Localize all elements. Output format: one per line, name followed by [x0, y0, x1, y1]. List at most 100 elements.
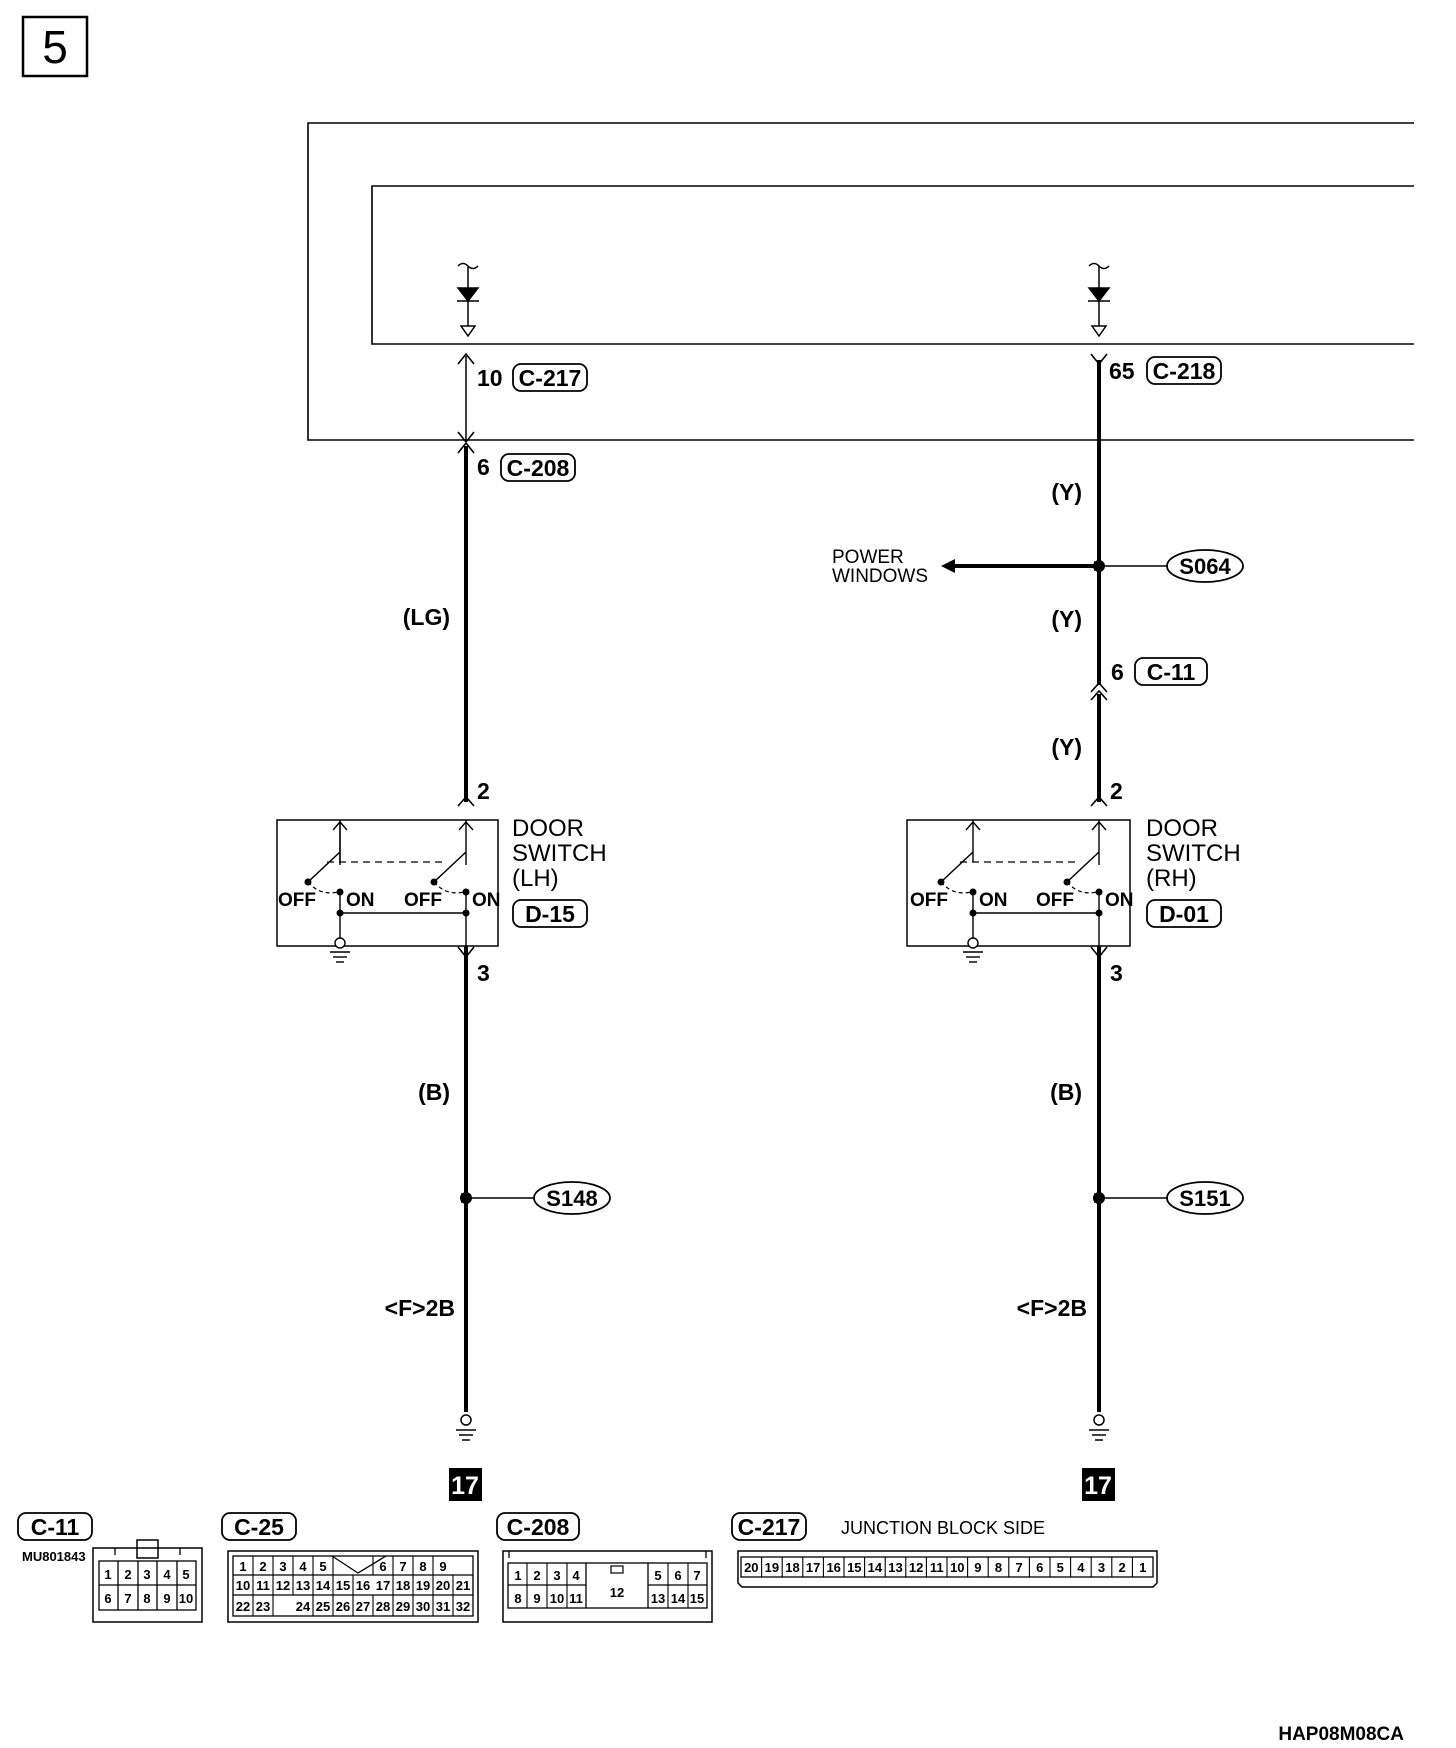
switch-rh-pin-bottom: 3: [1110, 960, 1123, 986]
connector-pin: 18: [785, 1560, 799, 1575]
wire-color-y-2: (Y): [1051, 606, 1082, 632]
connector-pin: 5: [1057, 1560, 1064, 1575]
connector-pin: 10: [179, 1591, 193, 1606]
connector-pin: 13: [888, 1560, 902, 1575]
legend-c11-label-box: [17, 1512, 93, 1541]
connector-pin: 14: [868, 1560, 883, 1575]
connector-pin: 3: [553, 1568, 560, 1583]
connector-pin: 16: [826, 1560, 840, 1575]
connector-pin: 18: [396, 1578, 410, 1593]
ground-page-ref-right: 17: [1084, 1472, 1112, 1500]
connector-pin: 17: [376, 1578, 390, 1593]
connector-pin: 1: [104, 1567, 111, 1582]
ground-ref-left: <F>2B: [385, 1295, 455, 1321]
connector-pin: 7: [1015, 1560, 1022, 1575]
connector-pin: 19: [416, 1578, 430, 1593]
switch-lh-pin-bottom: 3: [477, 960, 490, 986]
switch-rh-connector-box: [1146, 899, 1222, 928]
switch-lh-connector: D-15: [525, 901, 575, 927]
connector-pin: 15: [336, 1578, 350, 1593]
wire-color-y-1: (Y): [1051, 479, 1082, 505]
switch-lh-on-2: ON: [472, 890, 501, 911]
switch-lh-title-1: DOOR: [512, 815, 584, 842]
right-top-connector: C-218: [1153, 358, 1216, 384]
connector-pin: 25: [316, 1599, 330, 1614]
ground-page-ref-left: 17: [451, 1472, 479, 1500]
connector-pin: 28: [376, 1599, 390, 1614]
switch-rh-title-3: (RH): [1146, 865, 1197, 892]
connector-pin: 12: [909, 1560, 923, 1575]
switch-lh-connector-box: [512, 899, 588, 928]
connector-pin: 7: [399, 1559, 406, 1574]
junction-block-inner-frame: [371, 185, 1414, 345]
connector-pin: 3: [143, 1567, 150, 1582]
connector-pin: 6: [104, 1591, 111, 1606]
legend-c11-label: C-11: [31, 1514, 80, 1540]
power-windows-label-2: WINDOWS: [832, 566, 928, 587]
right-mid-connector-box: [1134, 657, 1208, 686]
switch-lh-title-2: SWITCH: [512, 840, 607, 867]
ground-ref-right: <F>2B: [1017, 1295, 1087, 1321]
page-number: 5: [42, 21, 68, 73]
connector-pin: 6: [674, 1568, 681, 1583]
splice-s064-callout: [1166, 549, 1244, 583]
connector-pin: 2: [533, 1568, 540, 1583]
connector-pin: 4: [572, 1568, 580, 1583]
connector-pin: 11: [569, 1591, 583, 1606]
diode-right: [1087, 262, 1111, 338]
switch-rh-connector: D-01: [1159, 901, 1209, 927]
right-c11-pin-mark-1: [1090, 681, 1108, 693]
connector-pin: 1: [1139, 1560, 1146, 1575]
left-mid-connector: C-208: [507, 455, 570, 481]
connector-pin: 5: [182, 1567, 189, 1582]
connector-pin: 2: [124, 1567, 131, 1582]
connector-pin: 11: [930, 1560, 944, 1575]
switch-lh-pin-top: 2: [477, 778, 490, 804]
connector-pin: 8: [143, 1591, 150, 1606]
page-number-box: 5: [21, 15, 89, 78]
connector-pin: 21: [456, 1578, 470, 1593]
connector-pin: 14: [316, 1578, 331, 1593]
left-c217-pin-mark: [457, 352, 475, 365]
connector-pin: 10: [950, 1560, 964, 1575]
connector-pin: 5: [654, 1568, 661, 1583]
splice-s148-label: S148: [546, 1186, 597, 1211]
switch-rh-on-2: ON: [1105, 890, 1134, 911]
connector-pin: 1: [514, 1568, 521, 1583]
connector-pin: 27: [356, 1599, 370, 1614]
connector-pin: 3: [1098, 1560, 1105, 1575]
ground-symbol-right: [1089, 1414, 1109, 1441]
right-switch-pin2-mark: [1090, 795, 1108, 807]
right-top-pin: 65: [1109, 358, 1135, 384]
connector-pin: 15: [847, 1560, 861, 1575]
legend-c25-label-box: [221, 1512, 297, 1541]
ground-symbol-left: [456, 1414, 476, 1441]
connector-pin: 8: [995, 1560, 1002, 1575]
left-mid-pin: 6: [477, 454, 490, 480]
wire-color-b-left: (B): [418, 1079, 450, 1105]
ground-page-ref-right-box: [1082, 1468, 1115, 1501]
connector-pin: 2: [1118, 1560, 1125, 1575]
connector-pin: 29: [396, 1599, 410, 1614]
left-c208-pin-mark: [457, 441, 475, 454]
connector-pin: 6: [1036, 1560, 1043, 1575]
left-switch-pin3-mark: [457, 946, 475, 959]
connector-pin: 7: [693, 1568, 700, 1583]
door-switch-rh: [906, 819, 1131, 963]
legend-c217-label-box: [731, 1512, 807, 1541]
legend-c217-label: C-217: [738, 1514, 801, 1540]
connector-pin: 22: [236, 1599, 250, 1614]
connector-pin: 9: [974, 1560, 981, 1575]
switch-rh-title-2: SWITCH: [1146, 840, 1241, 867]
connector-pin: 23: [256, 1599, 270, 1614]
door-switch-lh: [276, 819, 499, 963]
splice-s151-callout: [1166, 1181, 1244, 1215]
power-windows-arrow: [941, 559, 955, 573]
connector-pin: 4: [163, 1567, 171, 1582]
connector-pin: 13: [296, 1578, 310, 1593]
wire-color-b-right: (B): [1050, 1079, 1082, 1105]
legend-c11-part-no: MU801843: [22, 1549, 86, 1564]
